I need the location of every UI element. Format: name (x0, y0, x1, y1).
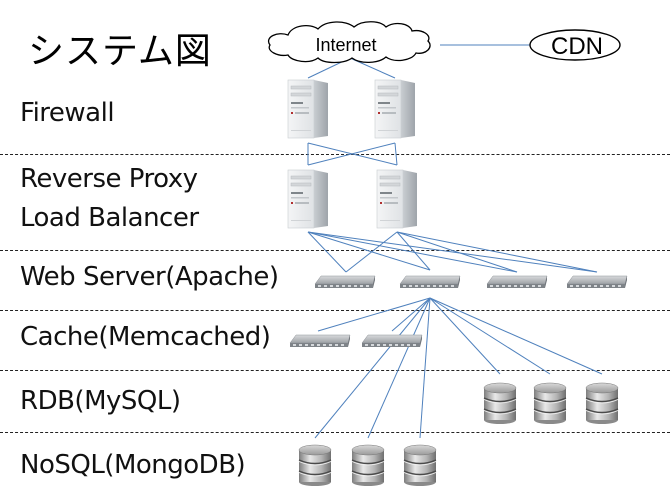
layer-divider (0, 154, 670, 155)
layer-label-rdb: RDB(MySQL) (20, 386, 181, 416)
cache-node-2-rack-server-icon (361, 334, 423, 347)
layer-divider (0, 370, 670, 371)
web-node-4-rack-server-icon (566, 275, 628, 288)
connection-line-proxy-1-to-web-4 (307, 231, 598, 273)
rdb-node-2-database-icon (533, 382, 567, 424)
cdn-node: CDN (529, 29, 621, 61)
connection-line-proxy-2-to-web-3 (396, 231, 518, 273)
diagram-title: システム図 (28, 31, 212, 72)
cache-node-1-rack-server-icon (289, 334, 351, 347)
internet-label: Internet (315, 35, 376, 55)
connection-line-web-2-to-nosql-2 (367, 297, 431, 439)
nosql-node-2-database-icon (351, 444, 385, 486)
connection-line-web-2-to-nosql-1 (314, 297, 431, 439)
web-node-1-rack-server-icon (314, 275, 376, 288)
connection-line-proxy-1-to-web-1 (307, 231, 347, 273)
proxy-node-1-tower-server-icon (287, 169, 328, 229)
connection-line-firewall-2-to-proxy-1 (307, 142, 396, 166)
layer-label-web-server: Web Server(Apache) (20, 262, 279, 292)
layer-divider (0, 432, 670, 433)
connection-line-web-2-to-cache-1 (317, 297, 431, 332)
nosql-node-1-database-icon (298, 444, 332, 486)
internet-cloud: Internet (267, 21, 431, 64)
connection-line-web-2-to-rdb-1 (429, 297, 501, 375)
rdb-node-1-database-icon (483, 382, 517, 424)
connection-line-proxy-2-to-web-2 (396, 231, 431, 271)
layer-label-cache: Cache(Memcached) (20, 322, 271, 352)
connection-line-web-2-to-cache-2 (391, 297, 431, 332)
connection-line-web-2-to-rdb-2 (429, 297, 551, 375)
nodes: Internet CDN (267, 21, 628, 486)
layer-label-reverse-proxy: Reverse Proxy (20, 164, 198, 194)
web-node-2-rack-server-icon (399, 275, 461, 288)
cdn-label: CDN (551, 33, 603, 60)
rdb-node-3-database-icon (585, 382, 619, 424)
firewall-node-1-tower-server-icon (287, 79, 328, 139)
layer-label-load-balancer: Load Balancer (20, 203, 199, 233)
web-node-3-rack-server-icon (486, 275, 548, 288)
layer-divider (0, 250, 670, 251)
connection-lines (307, 44, 603, 439)
proxy-node-2-tower-server-icon (376, 169, 417, 229)
layer-label-firewall: Firewall (20, 98, 115, 128)
layer-label-nosql: NoSQL(MongoDB) (20, 450, 246, 480)
connection-line-proxy-1-to-web-3 (307, 231, 518, 273)
layer-divider (0, 310, 670, 311)
firewall-node-2-tower-server-icon (374, 79, 415, 139)
connection-line-web-2-to-nosql-3 (419, 297, 431, 439)
connection-line-web-2-to-rdb-3 (429, 297, 603, 375)
nosql-node-3-database-icon (403, 444, 437, 486)
connection-line-proxy-1-to-web-2 (307, 231, 431, 271)
connection-line-proxy-2-to-web-4 (396, 231, 598, 273)
connection-line-proxy-2-to-web-1 (345, 231, 398, 273)
connection-line-firewall-2-to-proxy-2 (394, 142, 398, 166)
